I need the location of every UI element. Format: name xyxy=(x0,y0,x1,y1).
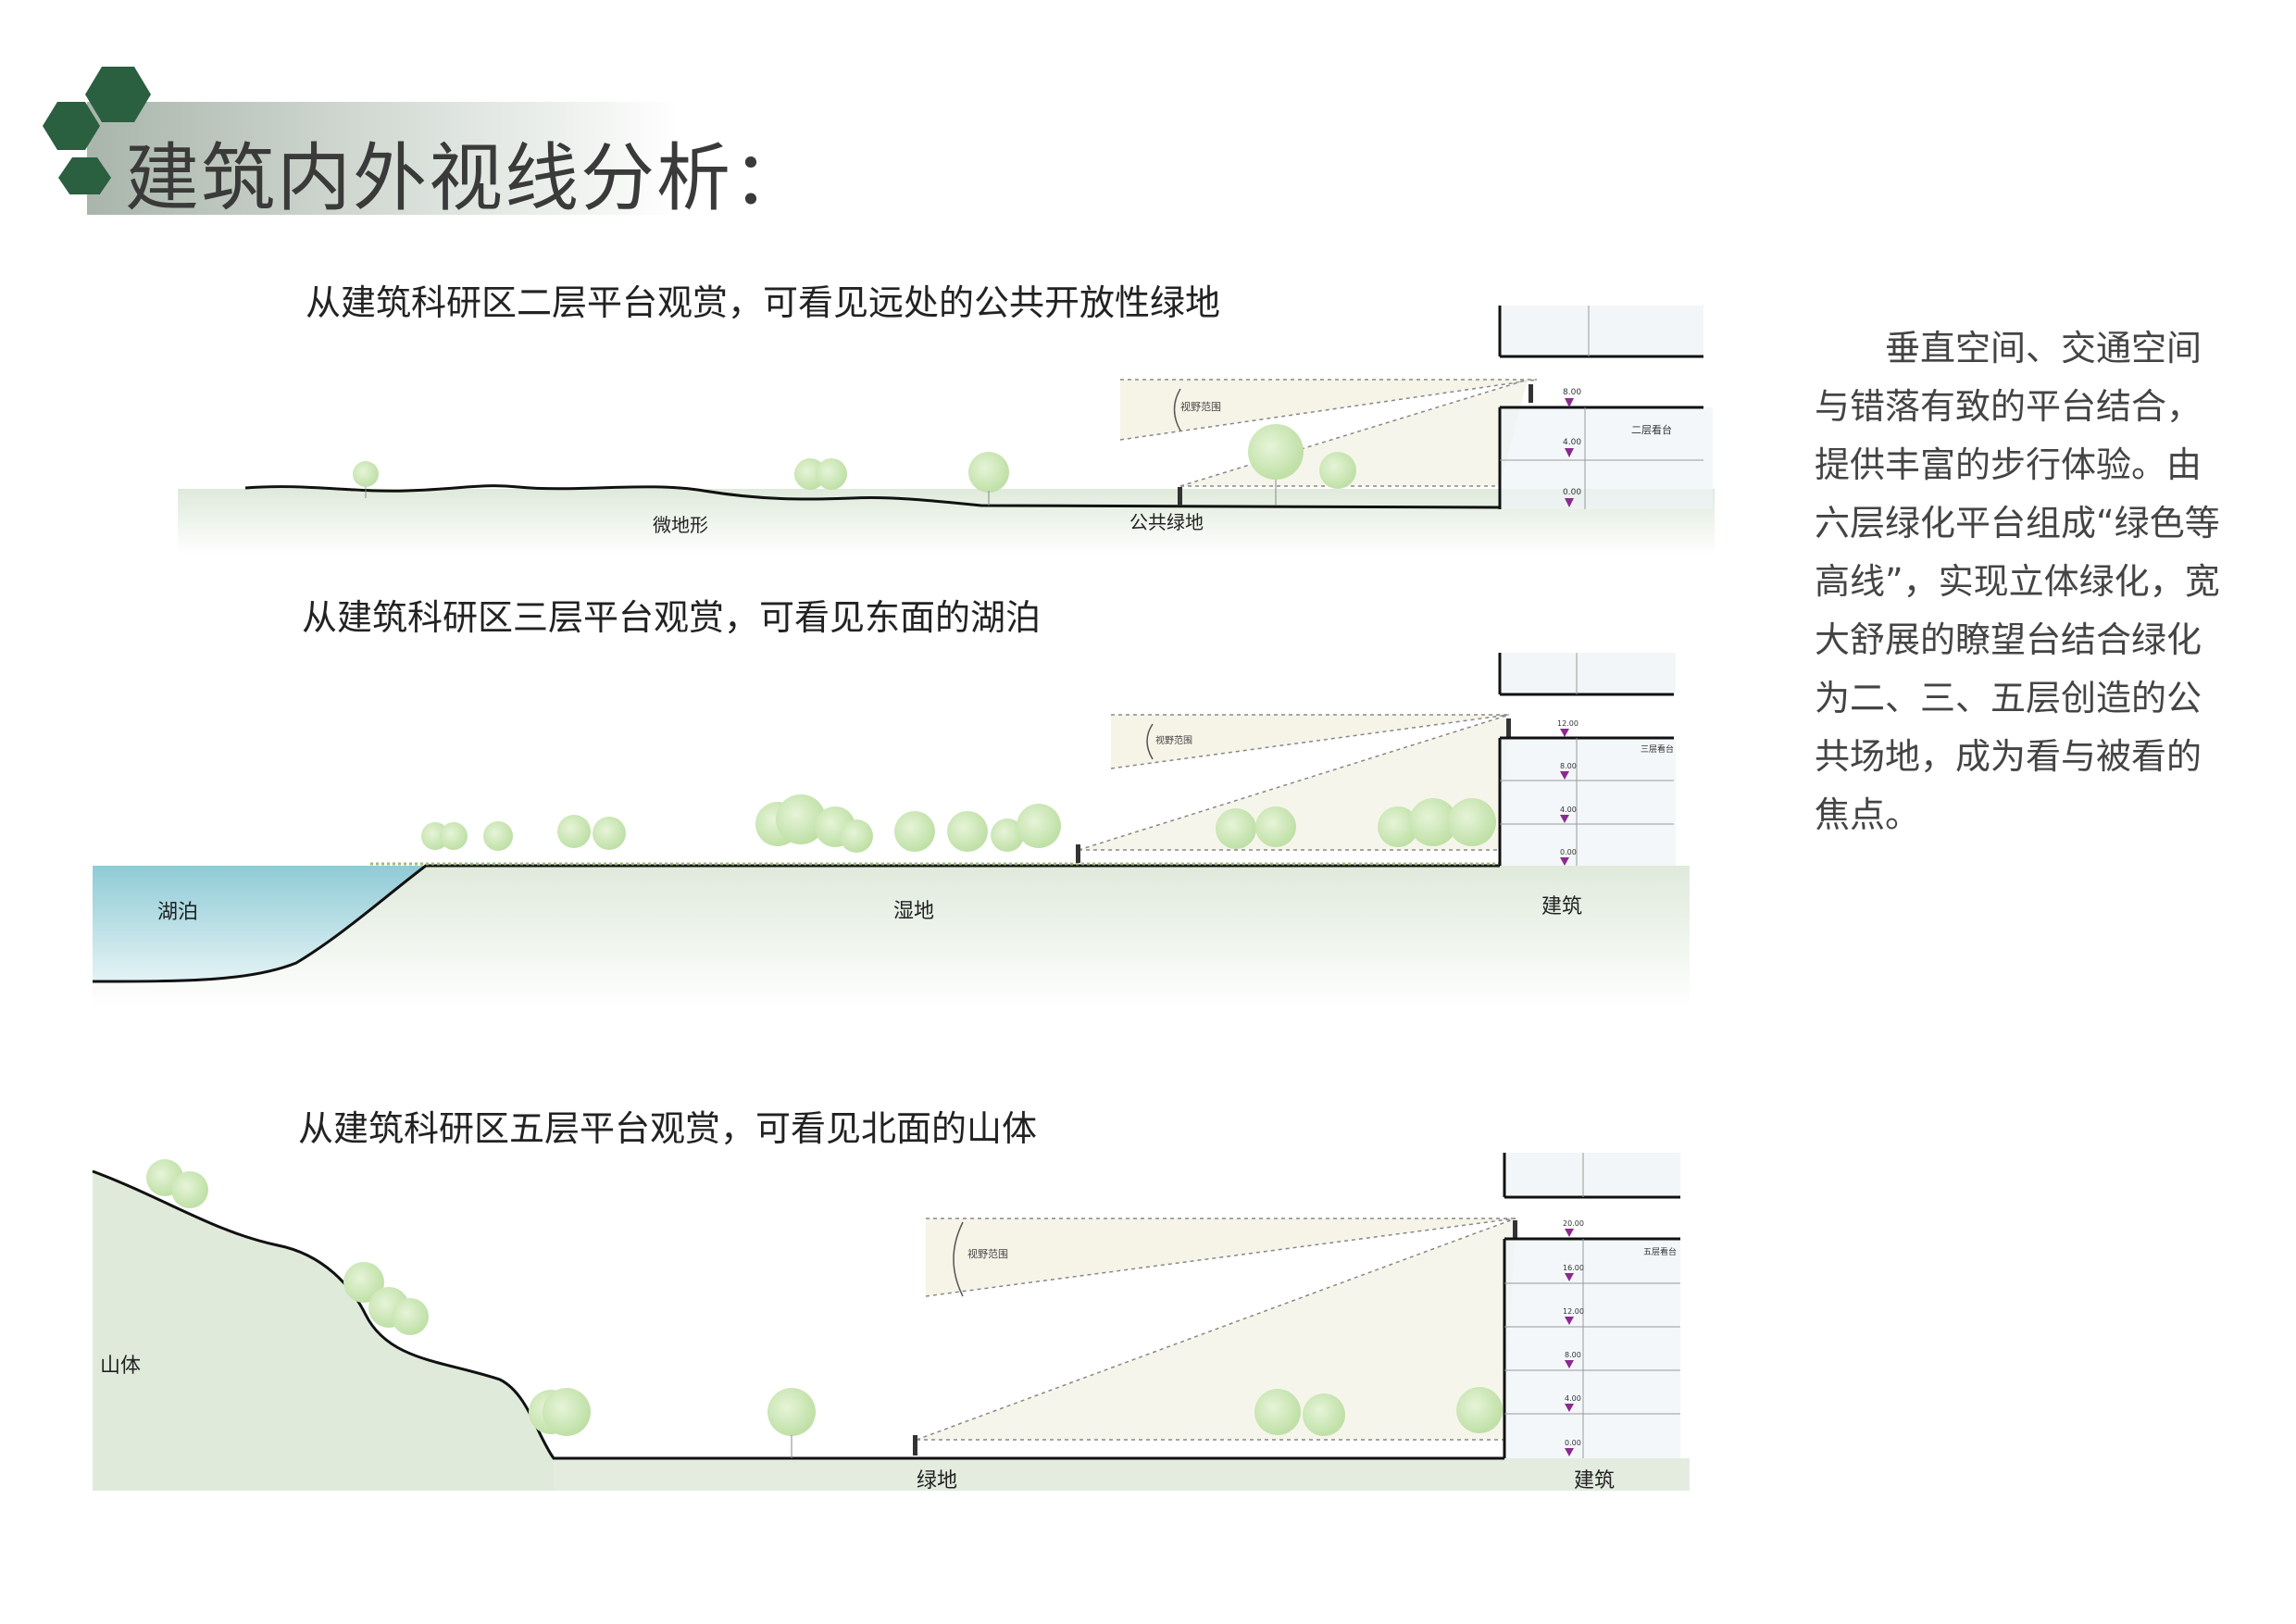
svg-text:4.00: 4.00 xyxy=(1560,806,1577,814)
terrain-line xyxy=(92,864,1500,983)
view-range-label: 视野范围 xyxy=(1155,734,1192,746)
label-building: 建筑 xyxy=(1541,895,1582,918)
ground-fill xyxy=(178,489,1715,556)
section-2-caption: 从建筑科研区三层平台观赏，可看见东面的湖泊 xyxy=(302,597,1042,638)
elevation-markers: 12.00 8.00 4.00 0.00 xyxy=(1557,719,1578,866)
section-1-caption: 从建筑科研区二层平台观赏，可看见远处的公共开放性绿地 xyxy=(306,282,1221,323)
svg-text:4.00: 4.00 xyxy=(1565,1394,1581,1403)
svg-text:20.00: 20.00 xyxy=(1563,1219,1584,1228)
viewer-figure xyxy=(1076,844,1080,863)
svg-text:8.00: 8.00 xyxy=(1565,1351,1581,1359)
lake-fill xyxy=(93,866,426,981)
building xyxy=(1498,653,1676,866)
platform-label: 三层看台 xyxy=(1641,743,1674,755)
label-lake: 湖泊 xyxy=(157,901,198,924)
platform-label: 五层看台 xyxy=(1643,1246,1677,1257)
hexagon-logo-icon xyxy=(43,67,151,194)
label-micro-terrain: 微地形 xyxy=(653,514,708,536)
svg-text:12.00: 12.00 xyxy=(1563,1307,1584,1316)
viewer-figure xyxy=(913,1435,917,1455)
description-text: 垂直空间、交通空间与错落有致的平台结合，提供丰富的步行体验。由六层绿化平台组成“… xyxy=(1815,328,2220,835)
terrain-line xyxy=(244,406,1703,509)
tree-group xyxy=(146,1159,1503,1458)
view-range-label: 视野范围 xyxy=(1180,400,1221,413)
label-greenland: 绿地 xyxy=(917,1469,957,1493)
tree-group xyxy=(353,424,1356,506)
svg-text:16.00: 16.00 xyxy=(1563,1264,1584,1272)
page-title: 建筑内外视线分析： xyxy=(125,135,808,221)
elevation-markers: 20.00 16.00 12.00 8.00 4.00 0.00 xyxy=(1563,1219,1584,1456)
svg-text:0.00: 0.00 xyxy=(1563,488,1581,497)
building xyxy=(1498,306,1713,509)
viewer-figure xyxy=(1178,487,1182,506)
label-mountain: 山体 xyxy=(100,1355,141,1378)
view-range-label: 视野范围 xyxy=(967,1247,1008,1260)
svg-text:8.00: 8.00 xyxy=(1563,388,1581,397)
svg-text:12.00: 12.00 xyxy=(1557,719,1578,728)
mountain-fill xyxy=(93,1171,554,1491)
elevation-markers: 8.00 4.00 0.00 xyxy=(1563,388,1581,507)
label-building: 建筑 xyxy=(1574,1469,1615,1493)
svg-text:8.00: 8.00 xyxy=(1560,762,1577,770)
svg-text:0.00: 0.00 xyxy=(1565,1439,1581,1447)
label-wetland: 湿地 xyxy=(893,900,934,923)
building xyxy=(1503,1153,1680,1458)
svg-text:4.00: 4.00 xyxy=(1563,438,1581,447)
svg-text:0.00: 0.00 xyxy=(1560,848,1577,856)
terrain-line xyxy=(92,1169,1504,1460)
platform-label: 二层看台 xyxy=(1631,423,1672,436)
section-3-caption: 从建筑科研区五层平台观赏，可看见北面的山体 xyxy=(298,1108,1038,1149)
ground-fill xyxy=(546,1458,1690,1491)
title-band xyxy=(87,102,680,215)
label-public-green: 公共绿地 xyxy=(1129,511,1204,533)
tree-group xyxy=(421,794,1496,853)
